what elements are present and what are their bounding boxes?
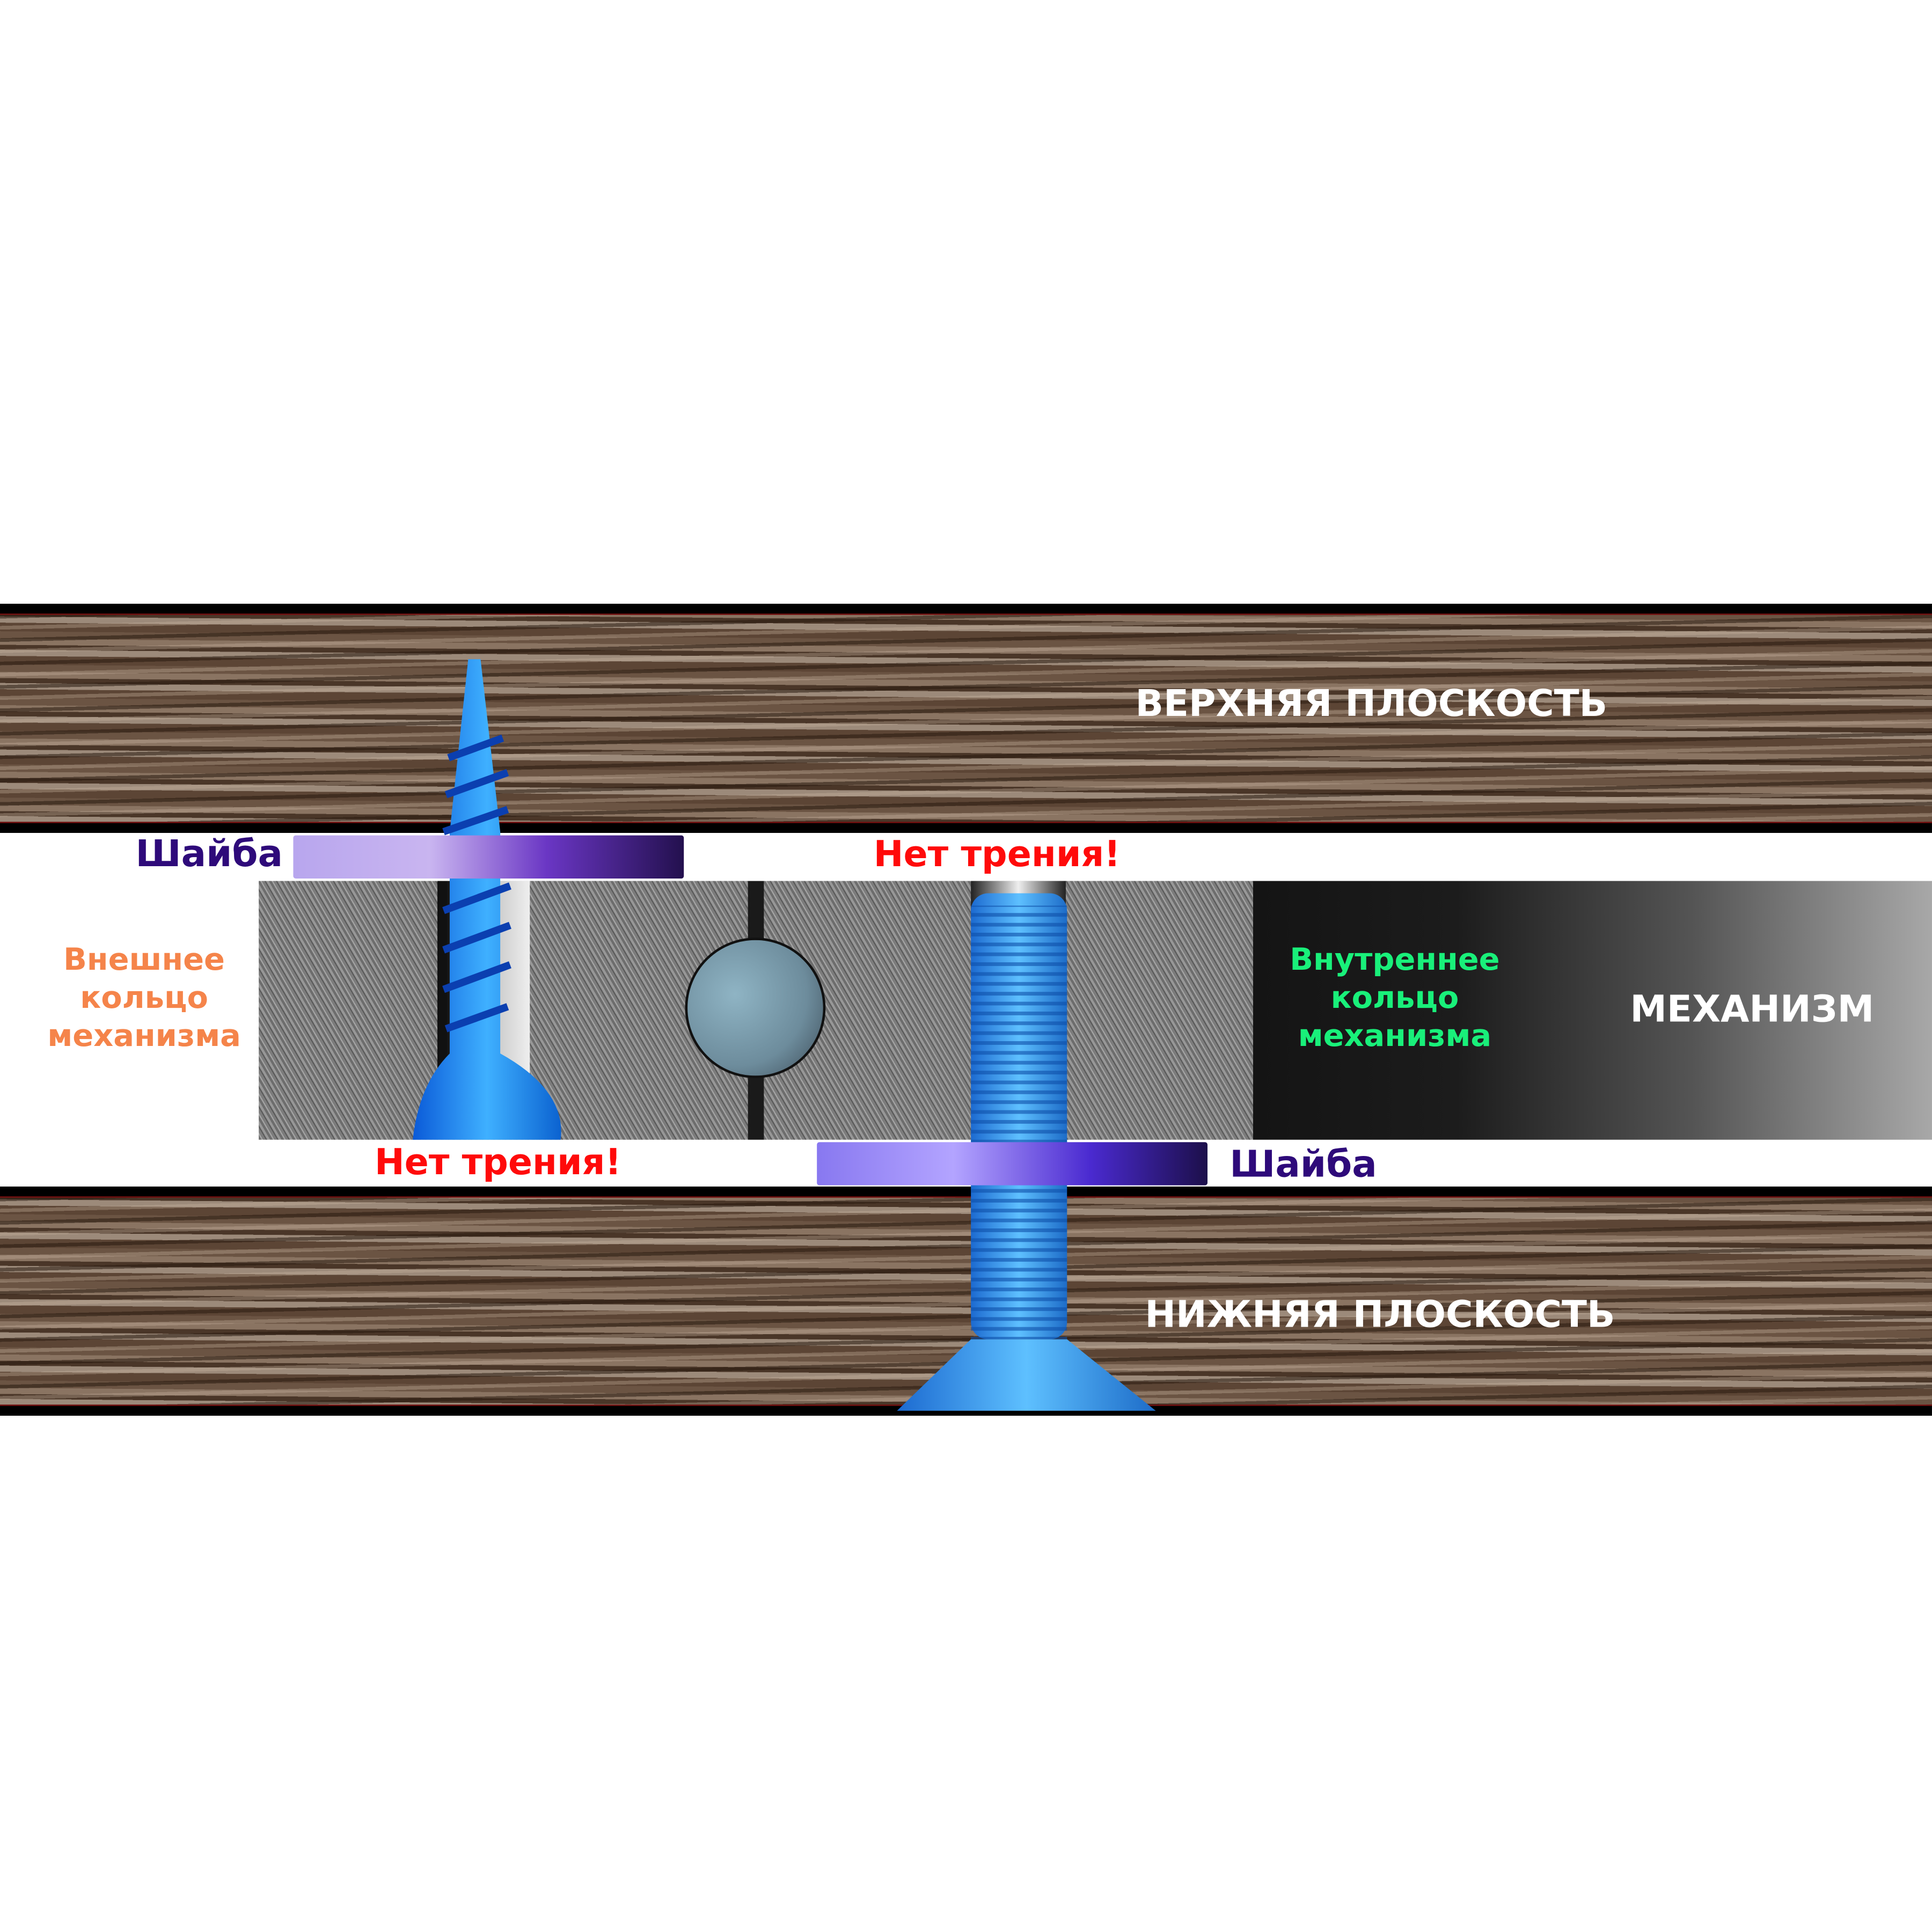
wood-screw: [413, 659, 561, 1140]
bolt: [897, 893, 1156, 1411]
top-plane: [0, 603, 1932, 833]
outer-ring-line: кольцо: [80, 979, 208, 1015]
inner-ring-line: механизма: [1298, 1018, 1492, 1053]
bearing-ball: [685, 938, 826, 1078]
washer-bottom: [817, 1142, 1208, 1185]
outer-ring-line: Внешнее: [63, 941, 225, 977]
top-plane-label: ВЕРХНЯЯ ПЛОСКОСТЬ: [1135, 682, 1608, 726]
outer-ring-line: механизма: [47, 1018, 241, 1053]
washer-top: [293, 835, 684, 879]
inner-ring-label: Внутреннее кольцо механизма: [1290, 940, 1499, 1055]
washer-bottom-label: Шайба: [1230, 1143, 1377, 1187]
no-friction-bottom: Нет трения!: [374, 1141, 621, 1183]
no-friction-top: Нет трения!: [873, 833, 1121, 875]
inner-ring-line: Внутреннее: [1290, 941, 1500, 977]
washer-top-label: Шайба: [135, 833, 283, 876]
inner-ring-line: кольцо: [1330, 979, 1459, 1015]
bottom-plane-label: НИЖНЯЯ ПЛОСКОСТЬ: [1145, 1293, 1615, 1337]
mechanism-label: МЕХАНИЗМ: [1630, 988, 1875, 1031]
outer-ring-label: Внешнее кольцо механизма: [47, 940, 240, 1055]
mechanism-body: [1253, 881, 1932, 1140]
